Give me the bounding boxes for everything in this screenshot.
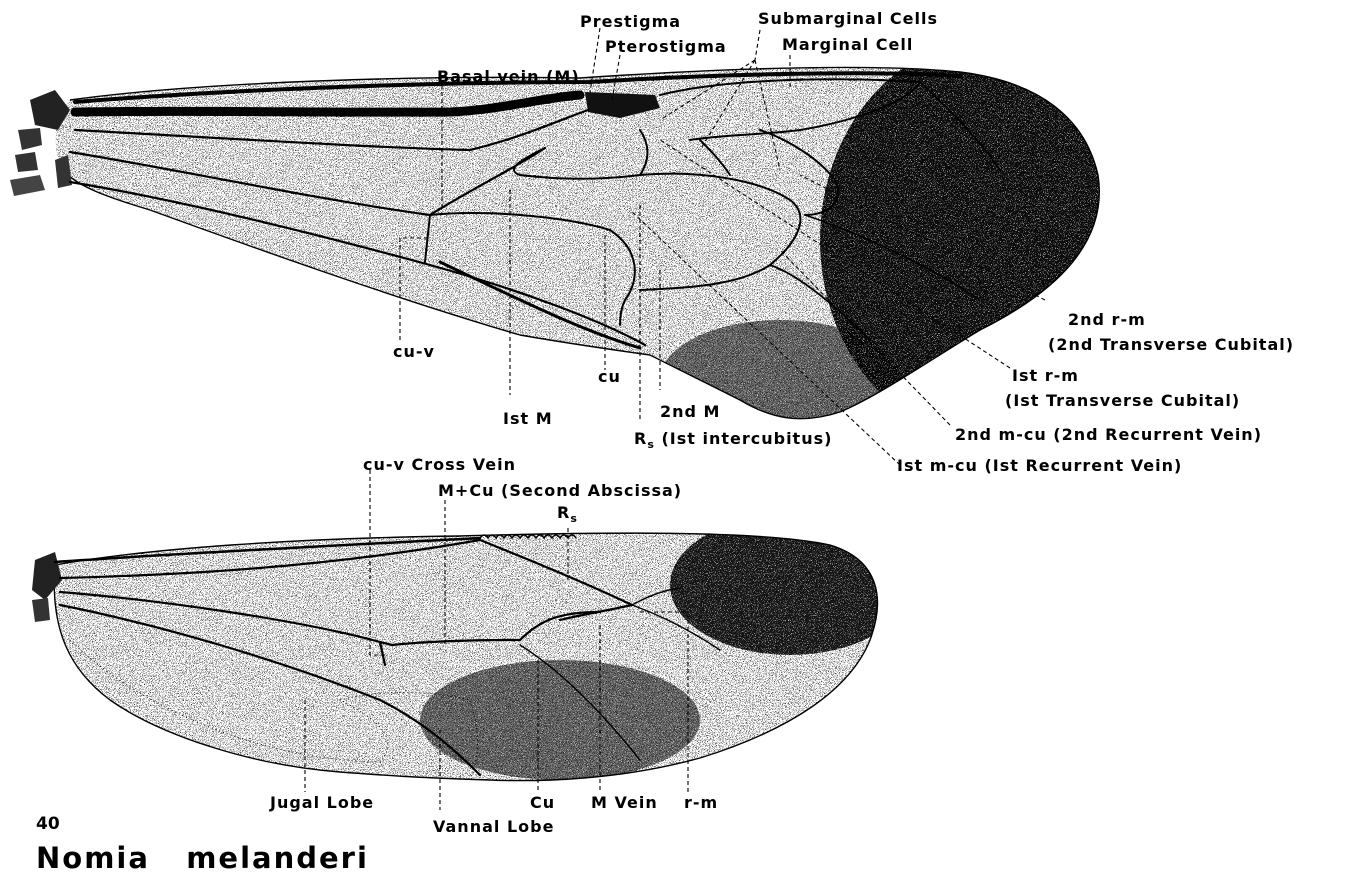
label-first-mcu: Ist m-cu (Ist Recurrent Vein) bbox=[897, 456, 1182, 475]
label-rs-rest: (Ist intercubitus) bbox=[655, 429, 833, 448]
label-pterostigma: Pterostigma bbox=[605, 37, 727, 56]
label-submarginal-cells: Submarginal Cells bbox=[758, 9, 938, 28]
figure-number: 40 bbox=[36, 814, 60, 834]
label-basal-vein: Basal vein (M) bbox=[437, 67, 580, 86]
label-cu: cu bbox=[598, 367, 621, 386]
label-rs-main: R bbox=[634, 429, 647, 448]
label-r-m: r-m bbox=[684, 793, 718, 812]
label-first-transverse-cubital: (Ist Transverse Cubital) bbox=[1005, 391, 1240, 410]
label-jugal-lobe: Jugal Lobe bbox=[269, 793, 374, 812]
label-second-transverse-cubital: (2nd Transverse Cubital) bbox=[1048, 335, 1294, 354]
label-hind-rs-main: R bbox=[557, 503, 570, 522]
hindwing bbox=[32, 525, 900, 795]
label-prestigma: Prestigma bbox=[580, 12, 681, 31]
label-m-vein: M Vein bbox=[591, 793, 658, 812]
label-hind-rs-sub: s bbox=[570, 512, 578, 525]
label-second-mcu: 2nd m-cu (2nd Recurrent Vein) bbox=[955, 425, 1262, 444]
label-cu-v-cross-vein: cu-v Cross Vein bbox=[363, 455, 516, 474]
label-second-rm: 2nd r-m bbox=[1068, 310, 1146, 329]
label-first-m: Ist M bbox=[503, 409, 553, 428]
label-cu-v: cu-v bbox=[393, 342, 435, 361]
label-hind-cu: Cu bbox=[530, 793, 555, 812]
label-rs-sub: s bbox=[647, 438, 655, 451]
label-m-cu-second-abscissa: M+Cu (Second Abscissa) bbox=[438, 481, 682, 500]
label-vannal-lobe: Vannal Lobe bbox=[433, 817, 554, 836]
hindwing-membrane bbox=[40, 525, 900, 795]
label-rs-intercubitus: Rs (Ist intercubitus) bbox=[634, 429, 832, 451]
forewing bbox=[10, 55, 1120, 435]
label-first-rm: Ist r-m bbox=[1012, 366, 1079, 385]
label-second-m: 2nd M bbox=[660, 402, 720, 421]
species-name: Nomia melanderi bbox=[36, 841, 369, 875]
label-marginal-cell: Marginal Cell bbox=[782, 35, 913, 54]
label-hind-rs: Rs bbox=[557, 503, 578, 525]
